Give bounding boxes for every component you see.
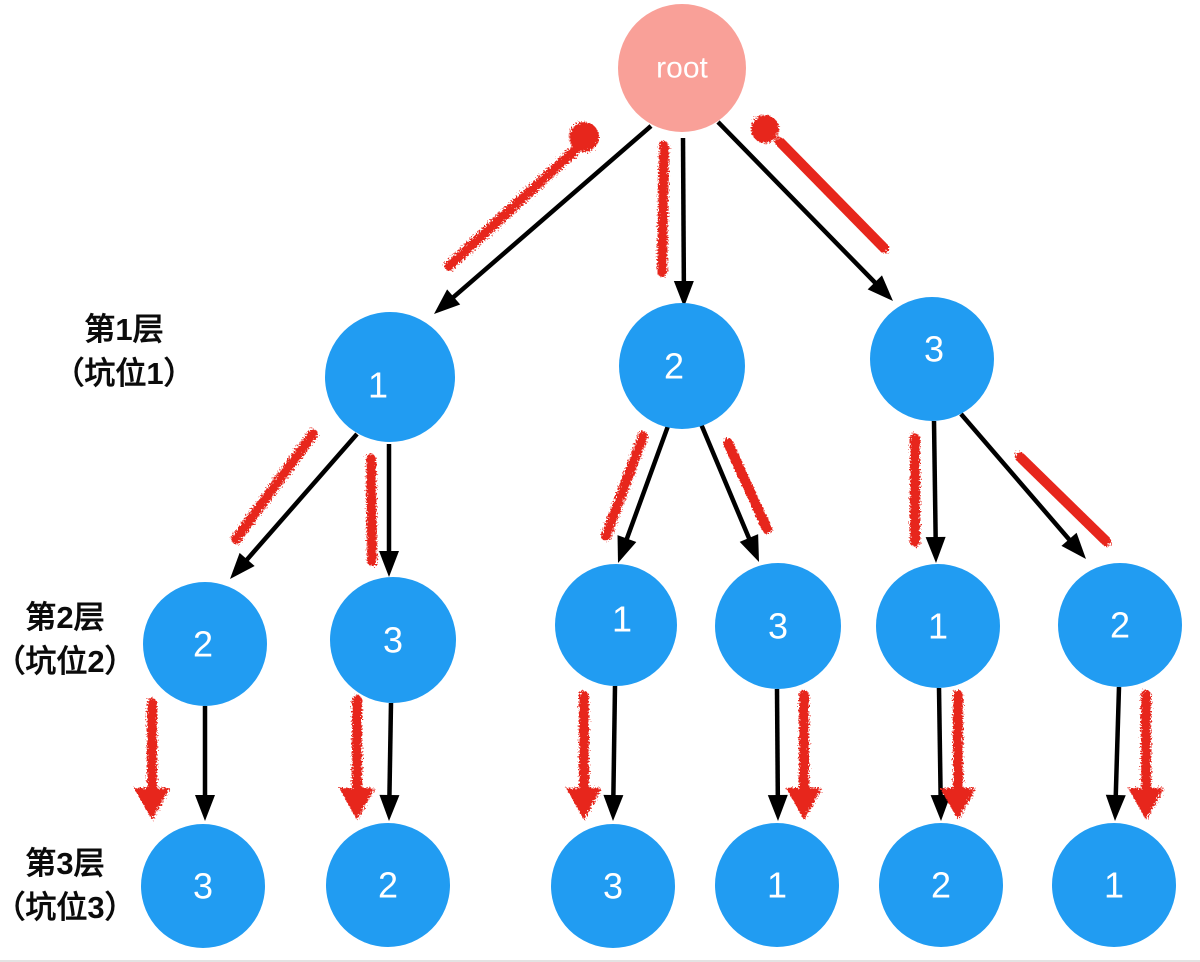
tree-node-L3-2 bbox=[326, 823, 450, 947]
choose-arrow-shaft bbox=[698, 423, 755, 547]
tree-node-L3-1 bbox=[141, 824, 265, 948]
tree-node-L3-5 bbox=[879, 823, 1003, 947]
level-1-row-label: 第1层 （坑位1） bbox=[53, 308, 194, 396]
choose-arrow-head bbox=[867, 275, 893, 301]
choose-arrow-head bbox=[230, 552, 255, 579]
tree-node-label-L1-3: 3 bbox=[924, 329, 944, 370]
backtrack-stroke bbox=[231, 429, 318, 544]
choose-arrow-shaft bbox=[240, 432, 359, 567]
tree-node-L3-3 bbox=[551, 824, 675, 948]
choose-arrow-head bbox=[930, 794, 951, 821]
choose-arrow-shaft bbox=[611, 685, 618, 804]
tree-node-L2-3 bbox=[555, 564, 677, 686]
tree-node-L1-2 bbox=[619, 303, 745, 429]
choose-arrow-shaft bbox=[1113, 686, 1122, 804]
choose-arrow-shaft bbox=[680, 137, 687, 290]
choose-arrow-head bbox=[617, 535, 637, 563]
choose-arrow-shaft bbox=[716, 120, 883, 290]
level-2-label-line2: （坑位2） bbox=[0, 644, 136, 679]
tree-node-label-L3-4: 1 bbox=[767, 865, 787, 906]
choose-arrow-shaft bbox=[931, 420, 938, 546]
tree-node-label-L3-2: 2 bbox=[378, 865, 398, 906]
level-3-label-line2: （坑位3） bbox=[0, 890, 136, 925]
backtrack-dot bbox=[569, 122, 599, 152]
choose-arrow-head bbox=[1061, 532, 1086, 559]
bottom-divider bbox=[0, 960, 1200, 962]
tree-node-label-L3-3: 3 bbox=[603, 866, 623, 907]
choose-arrow-shaft bbox=[959, 412, 1076, 547]
level-1-label-line2: （坑位1） bbox=[53, 356, 195, 391]
level-2-row-label: 第2层 （坑位2） bbox=[0, 596, 136, 684]
tree-nodes-layer: root 1 2 3 2 3 1 3 1 2 3 2 3 1 2 1 bbox=[141, 4, 1182, 948]
level-3-row-label: 第3层 （坑位3） bbox=[0, 842, 136, 930]
tree-node-label-L3-5: 2 bbox=[931, 865, 951, 906]
choose-arrow-head bbox=[195, 795, 215, 821]
tree-node-root bbox=[618, 4, 746, 132]
tree-node-label-L1-2: 2 bbox=[664, 346, 684, 387]
tree-node-label-L1-1: 1 bbox=[368, 365, 388, 406]
tree-node-label-L2-1: 2 bbox=[193, 624, 213, 665]
tree-node-L2-1 bbox=[143, 582, 267, 706]
tree-node-L1-1 bbox=[325, 312, 455, 442]
tree-node-label-L3-1: 3 bbox=[193, 866, 213, 907]
choose-arrow-head bbox=[434, 289, 461, 314]
backtrack-marks-layer bbox=[134, 115, 1164, 820]
level-1-label-line1: 第1层 bbox=[84, 312, 164, 347]
backtrack-stroke bbox=[775, 137, 889, 253]
backtrack-arrow-head bbox=[940, 788, 976, 820]
tree-node-label-root: root bbox=[656, 52, 708, 85]
tree-node-label-L2-6: 2 bbox=[1110, 605, 1130, 646]
backtrack-stroke bbox=[601, 431, 648, 541]
tree-node-label-L2-3: 1 bbox=[612, 599, 632, 640]
choose-arrow-head bbox=[379, 794, 400, 821]
backtrack-stroke bbox=[723, 438, 772, 534]
choose-arrow-head bbox=[739, 534, 759, 562]
tree-node-L2-4 bbox=[715, 563, 841, 689]
tree-node-L1-3 bbox=[870, 297, 994, 421]
choose-arrow-head bbox=[925, 536, 946, 563]
tree-node-L3-6 bbox=[1052, 823, 1176, 947]
tree-node-label-L2-4: 3 bbox=[768, 606, 788, 647]
choose-arrow-shaft bbox=[936, 687, 943, 804]
tree-node-L2-5 bbox=[876, 564, 1000, 688]
tree-node-L3-4 bbox=[715, 823, 839, 947]
backtrack-stroke bbox=[657, 141, 669, 277]
backtrack-dot bbox=[751, 115, 779, 143]
choose-arrow-head bbox=[603, 794, 624, 821]
choose-arrows-layer bbox=[195, 120, 1126, 821]
choose-arrow-shaft bbox=[387, 702, 394, 804]
tree-node-label-L3-6: 1 bbox=[1104, 865, 1124, 906]
choose-arrow-head bbox=[767, 794, 788, 821]
tree-node-label-L2-2: 3 bbox=[383, 620, 403, 661]
choose-arrow-head bbox=[673, 280, 694, 307]
backtrack-stroke bbox=[1015, 452, 1111, 546]
backtrack-arrow-head bbox=[339, 788, 375, 820]
backtrack-arrow-head bbox=[134, 788, 170, 820]
backtrack-stroke bbox=[444, 146, 579, 271]
backtrack-arrow-head bbox=[1128, 788, 1164, 820]
tree-node-label-L2-5: 1 bbox=[928, 606, 948, 647]
choose-arrow-head bbox=[379, 551, 399, 577]
level-3-label-line1: 第3层 bbox=[25, 846, 105, 881]
backtrack-stroke bbox=[366, 454, 377, 566]
level-2-label-line1: 第2层 bbox=[25, 600, 105, 635]
tree-node-L2-6 bbox=[1058, 563, 1182, 687]
choose-arrow-shaft bbox=[774, 688, 781, 804]
choose-arrow-shaft bbox=[622, 425, 671, 547]
backtrack-arrow-head bbox=[566, 788, 602, 820]
choose-arrow-head bbox=[1105, 794, 1126, 821]
tree-node-L2-2 bbox=[330, 577, 456, 703]
backtrack-arrow-head bbox=[786, 788, 822, 820]
choose-arrow-shaft bbox=[446, 124, 653, 304]
